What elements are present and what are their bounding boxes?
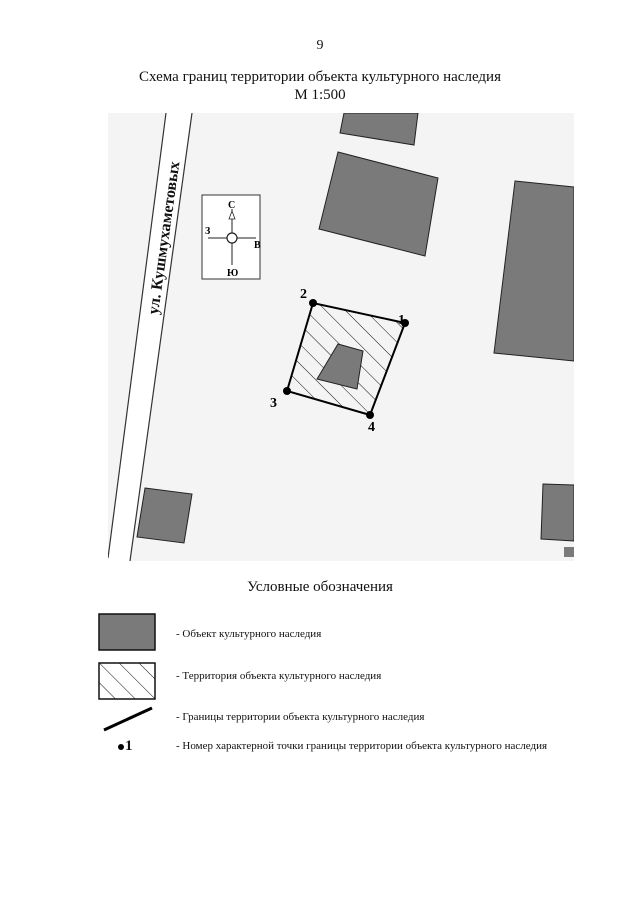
compass-north: С [228,200,235,211]
page-number: 9 [316,38,324,53]
legend-title: Условные обозначения [247,579,393,595]
compass-rose: С Ю З В [201,194,261,280]
building [318,151,439,257]
boundary-point-1 [401,319,409,327]
legend-point-dot [118,743,124,750]
point-label-3: 3 [270,396,277,411]
legend-swatch-territory [98,662,156,700]
boundary-point-3 [283,387,291,395]
street-edge-left [108,113,167,559]
map-title-line-1: Схема границ территории объекта культурн… [139,69,501,85]
building [564,547,574,557]
building [540,483,574,542]
boundary-point-2 [309,299,317,307]
map-scheme: ул. Кушмухаметовых С Ю З В 1 2 3 4 [108,113,574,561]
street-edge-right [129,113,193,561]
legend-swatch-boundary [103,706,153,732]
boundary-point-4 [366,411,374,419]
legend-point-label: 1 [125,738,133,754]
point-label-1: 1 [398,313,405,328]
heritage-object [316,343,364,390]
compass-east: В [254,240,261,251]
building [136,487,193,544]
legend-swatch-point: 1 [118,738,133,755]
building [339,113,419,146]
building [493,180,574,362]
legend-item-object: - Объект культурного наследия [176,628,322,640]
point-label-2: 2 [300,287,307,302]
compass-south: Ю [227,268,238,279]
legend-item-boundary: - Границы территории объекта культурного… [176,711,425,723]
point-label-4: 4 [368,420,375,435]
legend-item-point: - Номер характерной точки границы террит… [176,740,548,752]
map-title: Схема границ территории объекта культурн… [0,68,640,104]
legend-swatch-object [98,613,156,651]
legend-item-territory: - Территория объекта культурного наследи… [176,670,382,682]
street-strip [108,113,192,561]
map-scale: М 1:500 [294,87,346,103]
compass-west: З [205,226,210,237]
